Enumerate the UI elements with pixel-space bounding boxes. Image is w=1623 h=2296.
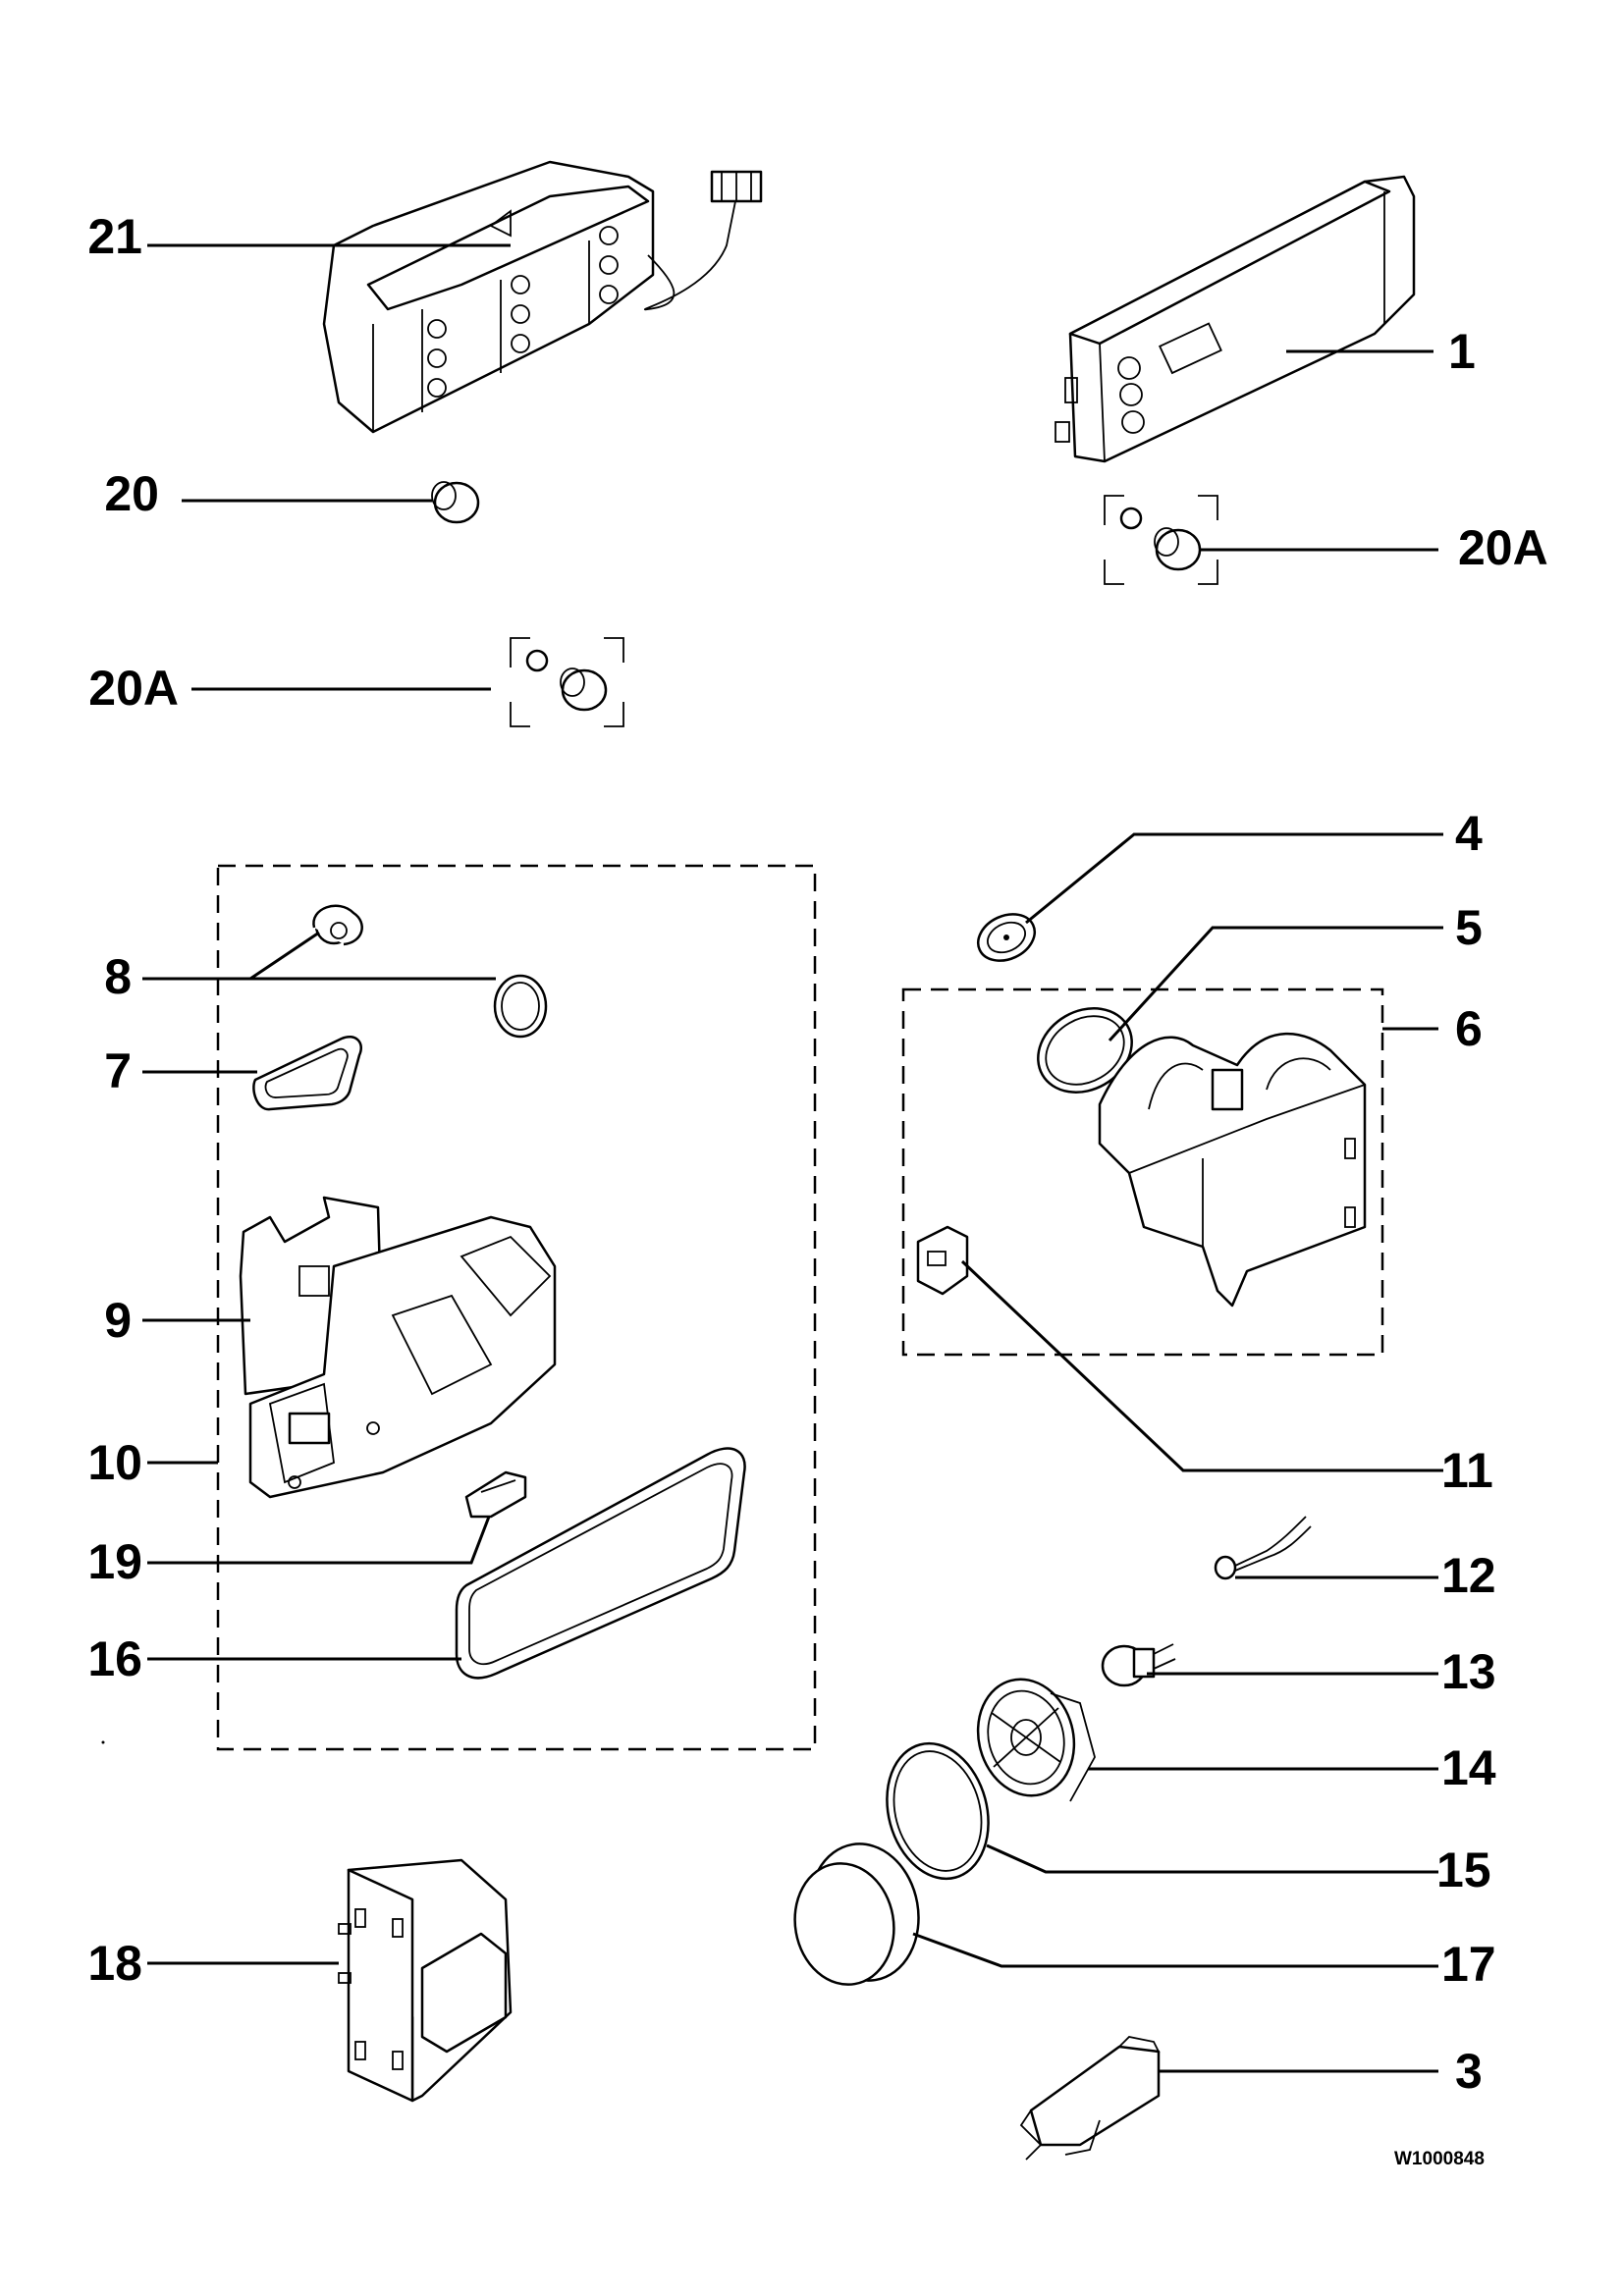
- label-21: 21: [87, 209, 142, 264]
- part-19-clip[interactable]: [464, 1470, 527, 1519]
- stray-dot: [101, 1740, 105, 1744]
- label-8: 8: [104, 949, 132, 1004]
- label-6: 6: [1455, 1001, 1483, 1056]
- door-lock-assembly-box: [216, 864, 817, 1751]
- part-5-seal-ring[interactable]: [1023, 991, 1148, 1108]
- label-11: 11: [1441, 1443, 1493, 1498]
- part-16-door-gasket[interactable]: [455, 1447, 746, 1680]
- label-5: 5: [1455, 900, 1483, 955]
- part-21-control-module[interactable]: [322, 160, 763, 434]
- part-20a-knob-kit-right[interactable]: [1104, 495, 1218, 585]
- part-9-door-lock[interactable]: [239, 1196, 557, 1499]
- part-3-connector[interactable]: [1019, 2036, 1161, 2161]
- part-4-cap[interactable]: [971, 905, 1043, 969]
- part-20a-knob-kit-left[interactable]: [510, 637, 624, 727]
- label-19: 19: [87, 1534, 142, 1589]
- label-7: 7: [104, 1043, 132, 1098]
- label-15: 15: [1436, 1842, 1491, 1897]
- part-11-switch[interactable]: [916, 1225, 969, 1296]
- part-18-transformer[interactable]: [338, 1858, 513, 2103]
- part-13-lamp[interactable]: [1101, 1643, 1176, 1687]
- label-20a-right: 20A: [1458, 520, 1548, 575]
- label-1: 1: [1448, 324, 1476, 379]
- part-6-dispenser[interactable]: [1098, 1032, 1367, 1308]
- label-20a-left: 20A: [88, 661, 179, 716]
- label-10: 10: [87, 1435, 142, 1490]
- part-17-cover[interactable]: [785, 1836, 929, 1993]
- label-12: 12: [1441, 1548, 1496, 1603]
- drawing-code: W1000848: [1394, 2149, 1485, 2169]
- leader-lines: [142, 243, 1443, 2073]
- part-8-clip-and-o-ring[interactable]: [312, 904, 548, 1039]
- label-13: 13: [1441, 1644, 1496, 1699]
- dispenser-assembly-box: [901, 988, 1384, 1357]
- label-16: 16: [87, 1631, 142, 1686]
- part-14-wheel[interactable]: [965, 1669, 1096, 1807]
- label-18: 18: [87, 1936, 142, 1991]
- part-15-ring[interactable]: [873, 1732, 1003, 1890]
- part-20-knob[interactable]: [431, 481, 480, 524]
- part-12-sensor[interactable]: [1214, 1516, 1312, 1580]
- label-14: 14: [1441, 1740, 1496, 1795]
- label-3: 3: [1455, 2044, 1483, 2099]
- part-7-gasket[interactable]: [252, 1036, 362, 1111]
- label-20: 20: [104, 466, 159, 521]
- label-9: 9: [104, 1293, 132, 1348]
- label-4: 4: [1455, 806, 1483, 861]
- label-17: 17: [1441, 1937, 1496, 1992]
- part-1-control-panel[interactable]: [1055, 175, 1416, 463]
